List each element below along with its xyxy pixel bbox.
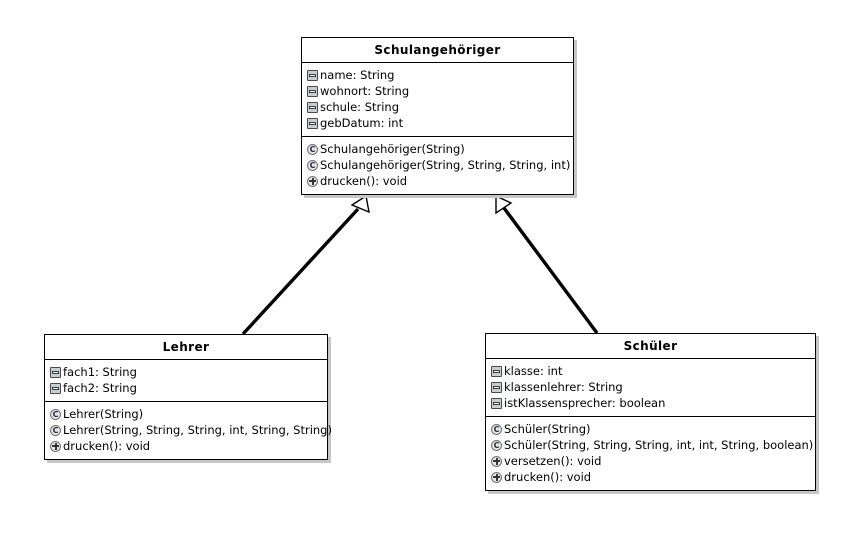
constructor-icon: C [491,423,502,435]
class-name-lehrer: Lehrer [45,335,327,360]
operations-compartment-lehrer: C Lehrer(String) C Lehrer(String, String… [45,402,332,459]
private-field-icon [307,85,318,97]
attribute-row[interactable]: schule: String [307,99,569,115]
class-name-schulangehoeriger: Schulangehöriger [302,38,573,63]
operation-row[interactable]: C Schüler(String) [491,421,811,437]
attributes-compartment-lehrer: fach1: String fach2: String [45,360,327,402]
operation-label: Lehrer(String, String, String, int, Stri… [63,423,332,437]
operation-label: versetzen(): void [504,454,602,468]
class-box-schueler[interactable]: Schüler klasse: int klassenlehrer: Strin… [485,333,816,491]
operation-row[interactable]: versetzen(): void [491,453,811,469]
operation-label: Schüler(String) [504,422,591,436]
attribute-row[interactable]: name: String [307,67,569,83]
generalization-lehrer-to-schulangehoeriger [241,194,370,336]
operation-row[interactable]: C Lehrer(String, String, String, int, St… [50,422,332,438]
private-field-icon [307,117,318,129]
constructor-icon: C [50,408,61,420]
private-field-icon [307,101,318,113]
attributes-compartment-schulangehoeriger: name: String wohnort: String schule: Str… [302,63,573,137]
attribute-row[interactable]: fach2: String [50,380,323,396]
operation-label: Schüler(String, String, String, int, int… [504,438,814,452]
private-field-icon [50,366,61,378]
operation-row[interactable]: drucken(): void [50,438,323,454]
operations-compartment-schueler: C Schüler(String) C Schüler(String, Stri… [486,417,815,490]
attribute-row[interactable]: klasse: int [491,363,811,379]
private-field-icon [50,382,61,394]
operation-label: Schulangehöriger(String, String, String,… [320,158,571,172]
attribute-row[interactable]: klassenlehrer: String [491,379,811,395]
class-box-lehrer[interactable]: Lehrer fach1: String fach2: String C Leh… [44,334,332,460]
constructor-icon: C [491,439,502,451]
operation-row[interactable]: drucken(): void [307,173,569,189]
operation-row[interactable]: C Schulangehöriger(String, String, Strin… [307,157,571,173]
operation-label: Lehrer(String) [63,407,144,421]
attribute-label: fach2: String [63,381,137,395]
private-field-icon [491,397,502,409]
attribute-label: schule: String [320,100,400,114]
attribute-label: name: String [320,68,395,82]
attribute-row[interactable]: wohnort: String [307,83,569,99]
attribute-label: klassenlehrer: String [504,380,623,394]
public-method-icon [491,455,502,467]
attribute-label: istKlassensprecher: boolean [504,396,666,410]
attribute-row[interactable]: fach1: String [50,364,323,380]
attribute-label: fach1: String [63,365,137,379]
constructor-icon: C [307,159,318,171]
attribute-label: wohnort: String [320,84,410,98]
private-field-icon [307,69,318,81]
operation-row[interactable]: drucken(): void [491,469,811,485]
operation-label: drucken(): void [320,174,408,188]
public-method-icon [491,471,502,483]
operation-row[interactable]: C Lehrer(String) [50,406,323,422]
public-method-icon [50,440,61,452]
public-method-icon [307,175,318,187]
attribute-label: klasse: int [504,364,563,378]
private-field-icon [491,365,502,377]
generalization-schueler-to-schulangehoeriger [495,194,599,335]
operation-row[interactable]: C Schüler(String, String, String, int, i… [491,437,814,453]
operation-label: Schulangehöriger(String) [320,142,465,156]
constructor-icon: C [50,424,61,436]
attribute-row[interactable]: gebDatum: int [307,115,569,131]
attributes-compartment-schueler: klasse: int klassenlehrer: String istKla… [486,359,815,417]
private-field-icon [491,381,502,393]
attribute-label: gebDatum: int [320,116,404,130]
class-box-schulangehoeriger[interactable]: Schulangehöriger name: String wohnort: S… [301,37,574,195]
operation-label: drucken(): void [504,470,592,484]
constructor-icon: C [307,143,318,155]
operation-label: drucken(): void [63,439,151,453]
operations-compartment-schulangehoeriger: C Schulangehöriger(String) C Schulangehö… [302,137,573,194]
operation-row[interactable]: C Schulangehöriger(String) [307,141,569,157]
class-name-schueler: Schüler [486,334,815,359]
attribute-row[interactable]: istKlassensprecher: boolean [491,395,811,411]
